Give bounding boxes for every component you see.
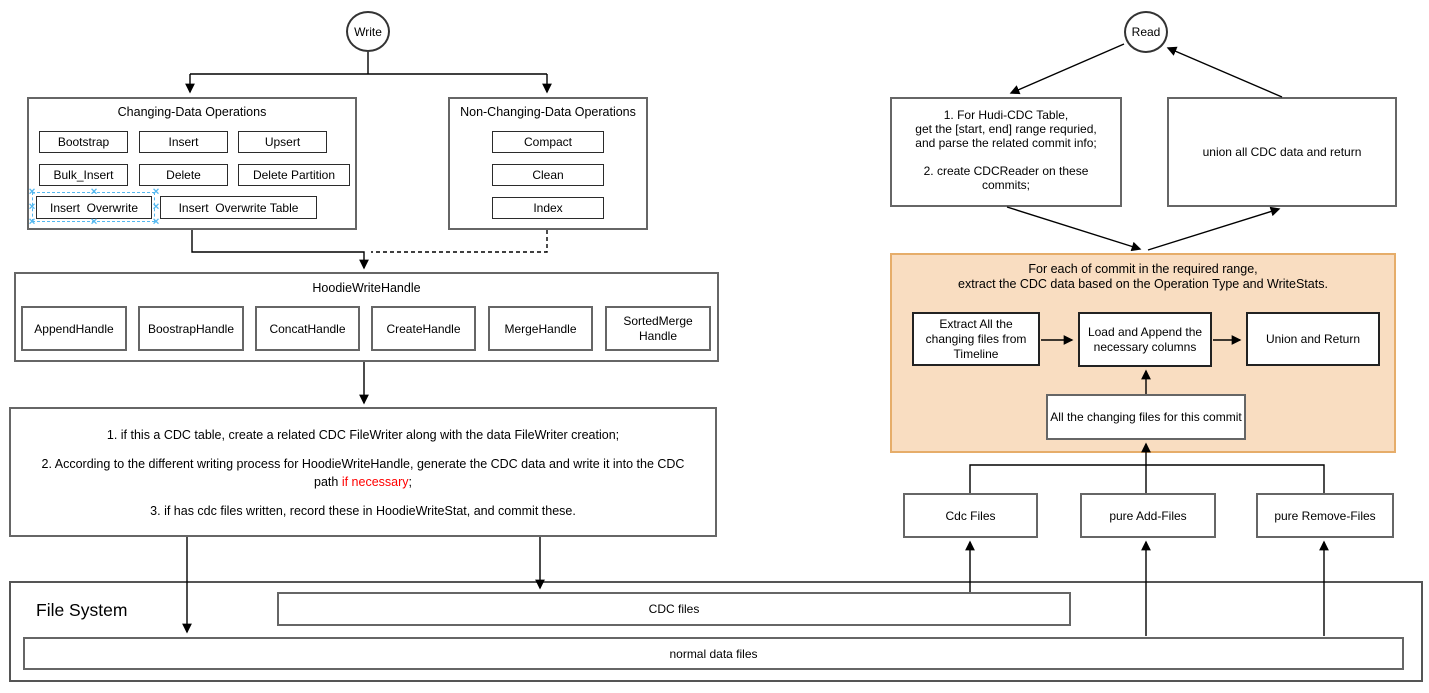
- step-2-suffix: ;: [408, 475, 412, 489]
- read-start-circle[interactable]: Read: [1124, 11, 1168, 53]
- read-plan-line: [892, 150, 1120, 164]
- extract-changing-files-node[interactable]: Extract All the changing files from Time…: [912, 312, 1040, 366]
- op-insert-overwrite[interactable]: Insert Overwrite: [36, 196, 152, 219]
- sorted-merge-handle-node[interactable]: SortedMerge Handle: [605, 306, 711, 351]
- read-plan-line: commits;: [982, 178, 1030, 192]
- op-upsert[interactable]: Upsert: [238, 131, 327, 153]
- selection-outline: [32, 192, 155, 222]
- write-start-circle[interactable]: Write: [346, 11, 390, 52]
- concat-handle-node[interactable]: ConcatHandle: [255, 306, 360, 351]
- read-plan-box[interactable]: 1. For Hudi-CDC Table, get the [start, e…: [890, 97, 1122, 207]
- op-index[interactable]: Index: [492, 197, 604, 219]
- per-commit-title-line-1: For each of commit in the required range…: [1028, 262, 1258, 276]
- pure-add-files-group-box[interactable]: pure Add-Files: [1080, 493, 1216, 538]
- selection-handle[interactable]: ✕: [28, 201, 36, 212]
- op-compact[interactable]: Compact: [492, 131, 604, 153]
- op-bootstrap[interactable]: Bootstrap: [39, 131, 128, 153]
- union-and-return-node[interactable]: Union and Return: [1246, 312, 1380, 366]
- pure-remove-files-group-box[interactable]: pure Remove-Files: [1256, 493, 1394, 538]
- read-plan-line: get the [start, end] range requried,: [915, 122, 1097, 136]
- selection-handle[interactable]: ✕: [152, 186, 160, 197]
- selection-handle[interactable]: ✕: [90, 186, 98, 197]
- write-label: Write: [354, 24, 382, 39]
- union-all-cdc-box[interactable]: union all CDC data and return: [1167, 97, 1397, 207]
- arrow-plan-to-per-commit: [1006, 206, 1142, 252]
- op-clean[interactable]: Clean: [492, 164, 604, 186]
- op-insert[interactable]: Insert: [139, 131, 228, 153]
- load-append-columns-node[interactable]: Load and Append the necessary columns: [1078, 312, 1212, 367]
- step-3: 3. if has cdc files written, record thes…: [150, 504, 576, 518]
- arrow-per-commit-to-union: [1147, 206, 1281, 251]
- create-handle-node[interactable]: CreateHandle: [371, 306, 476, 351]
- arrow-union-to-read: [1166, 46, 1283, 98]
- step-2-prefix: path: [314, 475, 342, 489]
- all-changing-files-node[interactable]: All the changing files for this commit: [1046, 394, 1246, 440]
- hoodie-write-handle-box[interactable]: [14, 272, 719, 362]
- step-1: 1. if this a CDC table, create a related…: [106, 428, 620, 442]
- changing-data-operations-title: Changing-Data Operations: [117, 105, 267, 119]
- boostrap-handle-node[interactable]: BoostrapHandle: [138, 306, 244, 351]
- read-plan-line: 2. create CDCReader on these: [923, 164, 1089, 178]
- read-label: Read: [1131, 25, 1161, 39]
- cdc-files-bar[interactable]: CDC files: [277, 592, 1071, 626]
- selection-handle[interactable]: ✕: [28, 186, 36, 197]
- read-plan-line: 1. For Hudi-CDC Table,: [943, 108, 1069, 122]
- op-delete[interactable]: Delete: [139, 164, 228, 186]
- selection-handle[interactable]: ✕: [90, 216, 98, 227]
- op-bulk-insert[interactable]: Bulk_Insert: [39, 164, 128, 186]
- append-handle-node[interactable]: AppendHandle: [21, 306, 127, 351]
- arrow-read-to-plan: [1009, 43, 1125, 95]
- non-changing-data-operations-title: Non-Changing-Data Operations: [460, 105, 636, 119]
- dashed-non-changing-to-handle: [371, 230, 548, 253]
- step-2-highlight: if necessary: [341, 475, 409, 489]
- op-delete-partition[interactable]: Delete Partition: [238, 164, 350, 186]
- op-insert-overwrite-table[interactable]: Insert Overwrite Table: [160, 196, 317, 219]
- merge-handle-node[interactable]: MergeHandle: [488, 306, 593, 351]
- normal-data-files-bar[interactable]: normal data files: [23, 637, 1404, 670]
- cdc-write-steps-box[interactable]: 1. if this a CDC table, create a related…: [9, 407, 717, 537]
- selection-handle[interactable]: ✕: [152, 216, 160, 227]
- step-2: 2. According to the different writing pr…: [11, 455, 715, 491]
- read-plan-line: and parse the related commit info;: [915, 136, 1097, 150]
- selection-handle[interactable]: ✕: [152, 201, 160, 212]
- file-system-label: File System: [36, 600, 128, 620]
- step-2-line-1: 2. According to the different writing pr…: [41, 457, 685, 471]
- step-2-line-2: path if necessary;: [11, 473, 715, 491]
- cdc-files-group-box[interactable]: Cdc Files: [903, 493, 1038, 538]
- group-connector-line: [969, 464, 1325, 493]
- arrow-changing-to-handle: [191, 230, 369, 270]
- hoodie-write-handle-title: HoodieWriteHandle: [312, 281, 421, 295]
- selection-handle[interactable]: ✕: [28, 216, 36, 227]
- per-commit-title-line-2: extract the CDC data based on the Operat…: [958, 277, 1328, 291]
